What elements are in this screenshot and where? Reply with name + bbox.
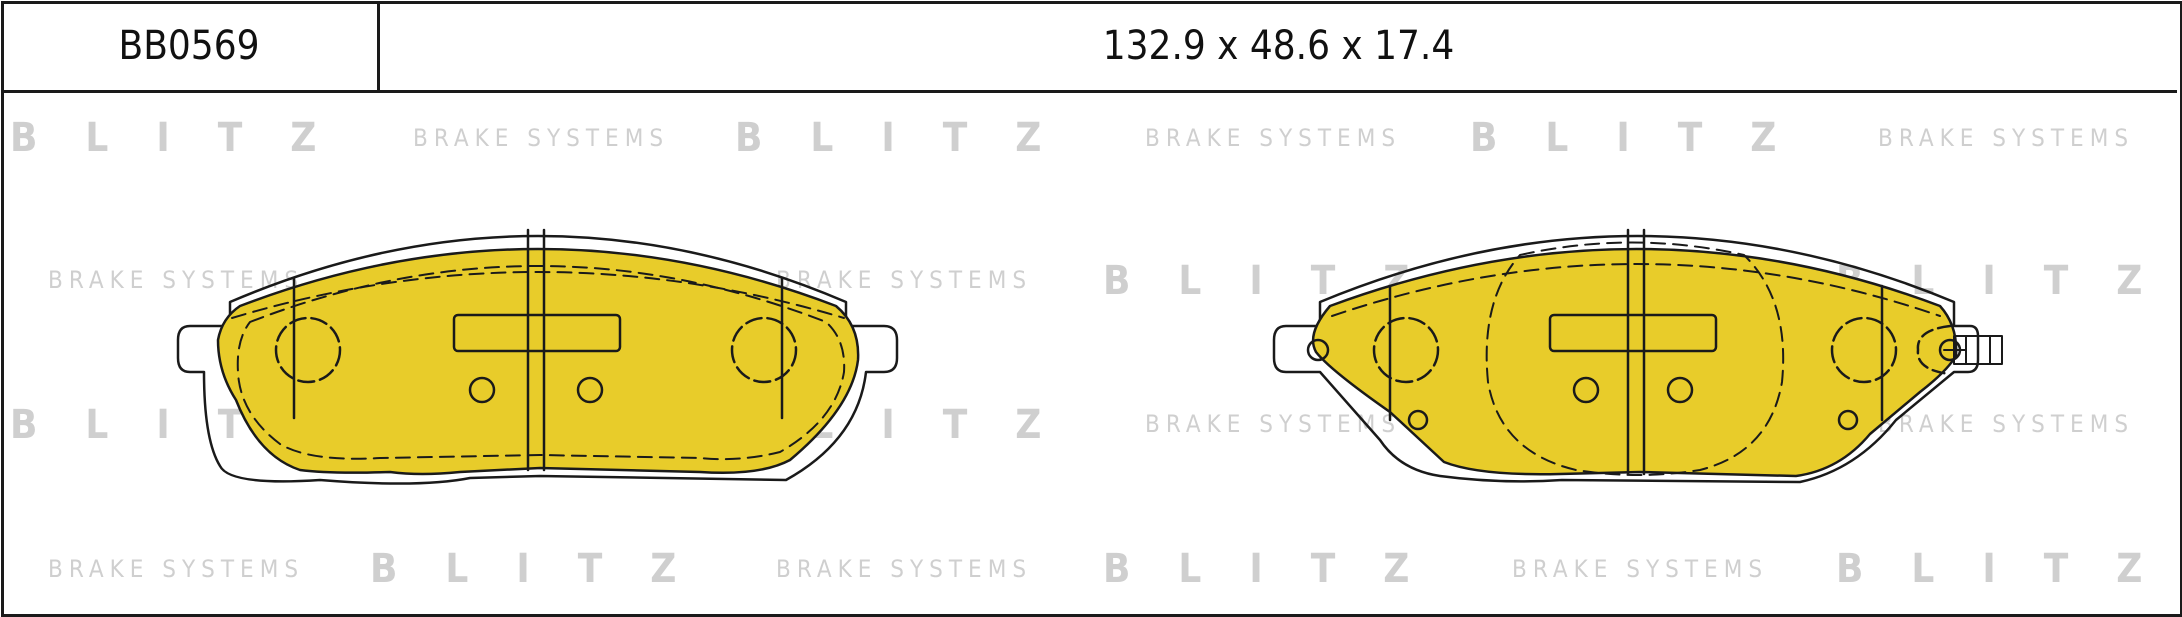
dimensions-cell: 132.9 x 48.6 x 17.4: [380, 1, 2177, 90]
watermark-tagline: BRAKE SYSTEMS: [776, 555, 1033, 583]
watermark-tagline: BRAKE SYSTEMS: [1878, 410, 2135, 438]
left-wear-line: [231, 271, 845, 319]
right-small-hole: [1407, 409, 1429, 431]
right-rivet-hole: [1572, 376, 1600, 404]
left-rivet-hole: [468, 376, 496, 404]
right-friction-material: [1311, 247, 1958, 478]
watermark-brand: BLITZ: [1470, 115, 1825, 161]
header-row: BB0569 132.9 x 48.6 x 17.4: [1, 1, 2177, 93]
right-rivet-hole: [1666, 376, 1694, 404]
watermark-brand: BLITZ: [370, 546, 725, 592]
left-center-slot: [452, 313, 622, 353]
watermark-tagline: BRAKE SYSTEMS: [48, 555, 305, 583]
part-dimensions: 132.9 x 48.6 x 17.4: [1102, 22, 1455, 69]
watermark-brand: BLITZ: [1103, 546, 1458, 592]
watermark-brand: BLITZ: [10, 115, 365, 161]
right-mount-circle: [1830, 316, 1898, 384]
watermark-tagline: BRAKE SYSTEMS: [413, 124, 670, 152]
right-mount-circle: [1372, 316, 1440, 384]
watermark-brand: BLITZ: [1836, 546, 2182, 592]
watermark-tagline: BRAKE SYSTEMS: [1512, 555, 1769, 583]
watermark-tagline: BRAKE SYSTEMS: [1878, 124, 2135, 152]
part-code: BB0569: [118, 22, 260, 69]
right-center-slot: [1548, 313, 1718, 353]
right-pressure-area: [1485, 241, 1785, 476]
left-brake-pad: [176, 228, 899, 485]
right-small-hole: [1837, 409, 1859, 431]
left-mount-circle: [274, 316, 342, 384]
left-friction-material: [216, 247, 860, 476]
watermark-tagline: BRAKE SYSTEMS: [1145, 124, 1402, 152]
part-code-cell: BB0569: [1, 1, 380, 90]
left-mount-circle: [730, 316, 798, 384]
watermark-brand: BLITZ: [735, 115, 1090, 161]
left-backing-plate: [176, 234, 899, 485]
right-wear-line: [1331, 263, 1941, 317]
right-brake-pad: [1272, 228, 2003, 484]
left-wear-line: [236, 265, 846, 461]
left-rivet-hole: [576, 376, 604, 404]
wear-sensor-clip: [1943, 335, 2003, 365]
watermark-tagline: BRAKE SYSTEMS: [48, 266, 305, 294]
right-backing-plate: [1272, 234, 1980, 484]
watermark-tagline: BRAKE SYSTEMS: [1145, 410, 1402, 438]
right-end-circle: [1306, 338, 1330, 362]
right-end-arc: [1916, 324, 1952, 376]
